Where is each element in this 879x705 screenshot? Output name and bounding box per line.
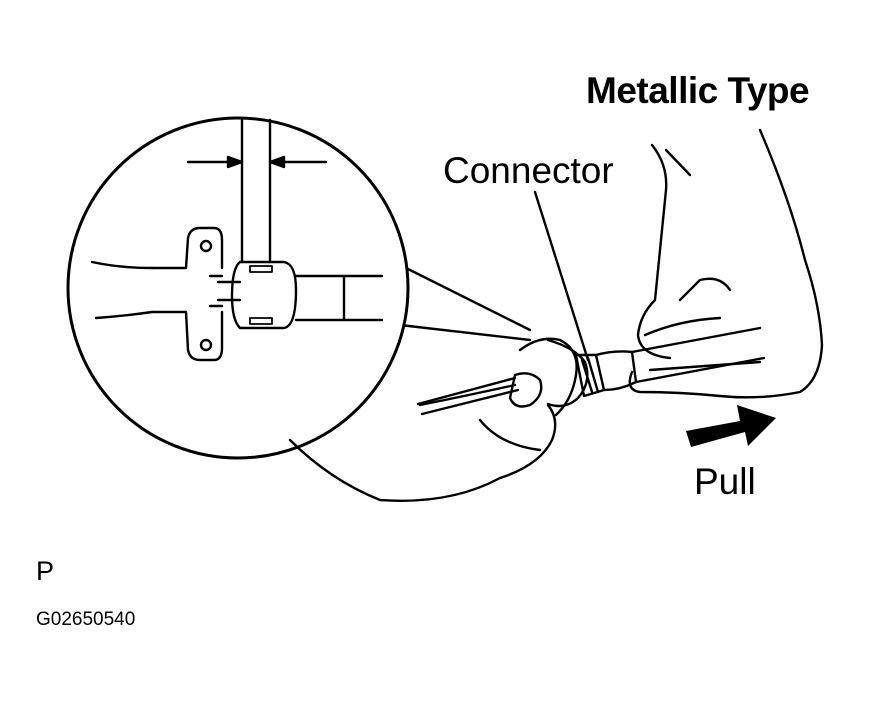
figure-code: G02650540 [36, 609, 136, 630]
pull-arrow [686, 405, 776, 447]
diagram-title: Metallic Type [586, 70, 810, 111]
left-hand [288, 337, 578, 502]
right-hand [628, 128, 824, 399]
screwdriver [416, 372, 543, 416]
detail-circle [66, 116, 410, 460]
callout-wedge [398, 265, 532, 342]
pull-label: Pull [694, 461, 756, 502]
connector-assembly [546, 326, 766, 408]
footer-letter: P [36, 556, 55, 586]
connector-leader-line [533, 190, 590, 362]
connector-label: Connector [443, 150, 614, 191]
